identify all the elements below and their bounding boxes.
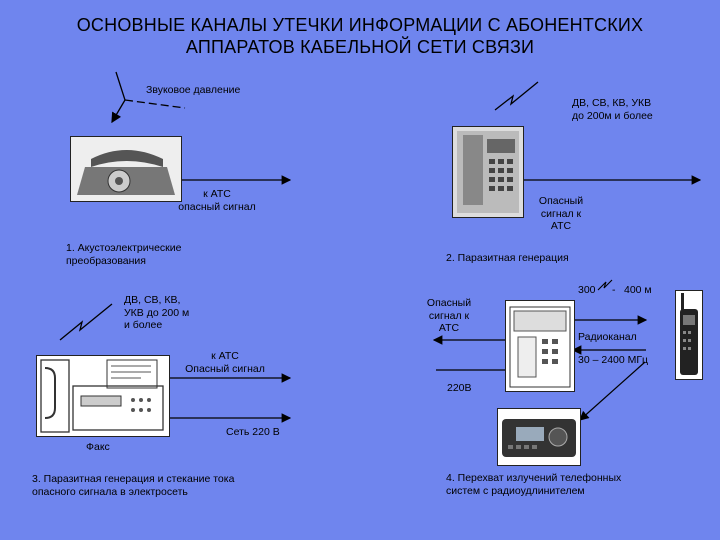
q4-zigzag — [597, 279, 613, 291]
q3-zigzag — [59, 303, 113, 341]
q4-danger-label: Опасный сигнал к АТС — [414, 297, 484, 335]
q2-band-label: ДВ, СВ, КВ, УКВ до 200м и более — [572, 97, 653, 122]
q4-caption: 4. Перехват излучений телефонных систем … — [446, 472, 621, 497]
q4-caption-line-2: систем с радиоудлинителем — [446, 484, 585, 497]
title-line-1: ОСНОВНЫЕ КАНАЛЫ УТЕЧКИ ИНФОРМАЦИИ С АБОН… — [76, 15, 644, 35]
q3-caption: 3. Паразитная генерация и стекание тока … — [32, 473, 234, 498]
sound-dash — [124, 99, 186, 109]
q3-caption-line-2: опасного сигнала в электросеть — [32, 485, 188, 498]
q4-danger-line-2: сигнал к — [428, 309, 470, 322]
ghz-label: 30 – 2400 МГц — [578, 354, 649, 366]
q2-danger-line-3: АТС — [550, 220, 572, 232]
q3-band-line-2: УКВ до 200 м — [124, 306, 190, 319]
q3-to-ats-line-2: Опасный сигнал — [185, 362, 265, 375]
q3-band-line-3: и более — [124, 319, 163, 331]
freq-400-label: 400 м — [624, 284, 652, 296]
q1-caption-line-2: преобразования — [66, 254, 146, 267]
q2-danger-label: Опасный сигнал к АТС — [526, 195, 596, 233]
q3-to-ats-line-1: к АТС — [211, 350, 239, 362]
page-title: ОСНОВНЫЕ КАНАЛЫ УТЕЧКИ ИНФОРМАЦИИ С АБОН… — [20, 14, 700, 58]
scanner-receiver-image — [497, 408, 581, 466]
q1-to-ats-line-1: к АТС — [203, 188, 231, 200]
q3-caption-line-1: 3. Паразитная генерация и стекание тока — [32, 473, 235, 485]
q2-zigzag — [494, 81, 539, 111]
q1-to-ats-line-2: опасный сигнал — [178, 200, 256, 213]
fax-machine-image — [36, 355, 170, 437]
q1-to-ats-label: к АТС опасный сигнал — [162, 188, 272, 213]
sound-pressure-label: Звуковое давление — [146, 84, 241, 96]
q2-danger-line-2: сигнал к — [540, 207, 582, 220]
q3-to-ats-label: к АТС Опасный сигнал — [165, 350, 285, 375]
q4-danger-line-1: Опасный — [426, 297, 472, 309]
q2-danger-line-1: Опасный — [538, 195, 584, 207]
q2-caption: 2. Паразитная генерация — [446, 252, 569, 264]
q2-band-line-2: до 200м и более — [572, 109, 653, 122]
radio-base-station-image — [505, 300, 575, 392]
desk-telephone-image — [452, 126, 524, 218]
freq-dash-label: - — [612, 284, 616, 296]
v220-label: 220В — [447, 382, 472, 394]
freq-300-label: 300 — [578, 284, 596, 296]
radio-channel-label: Радиоканал — [578, 331, 637, 343]
sound-pressure-arrow — [111, 71, 126, 124]
radio-handset-image — [675, 290, 703, 380]
q4-intercept-arrow — [579, 361, 646, 421]
q1-caption: 1. Акустоэлектрические преобразования — [66, 242, 181, 267]
title-line-2: АППАРАТОВ КАБЕЛЬНОЙ СЕТИ СВЯЗИ — [185, 37, 535, 57]
q4-danger-line-3: АТС — [438, 322, 460, 334]
fax-label: Факс — [86, 441, 110, 453]
q4-caption-line-1: 4. Перехват излучений телефонных — [446, 472, 622, 484]
q3-band-line-1: ДВ, СВ, КВ, — [124, 294, 181, 306]
q1-caption-line-1: 1. Акустоэлектрические — [66, 242, 182, 254]
mains-label: Сеть 220 В — [226, 426, 280, 438]
rotary-telephone-image — [70, 136, 182, 202]
q2-band-line-1: ДВ, СВ, КВ, УКВ — [572, 97, 652, 109]
q3-band-label: ДВ, СВ, КВ, УКВ до 200 м и более — [124, 294, 189, 332]
